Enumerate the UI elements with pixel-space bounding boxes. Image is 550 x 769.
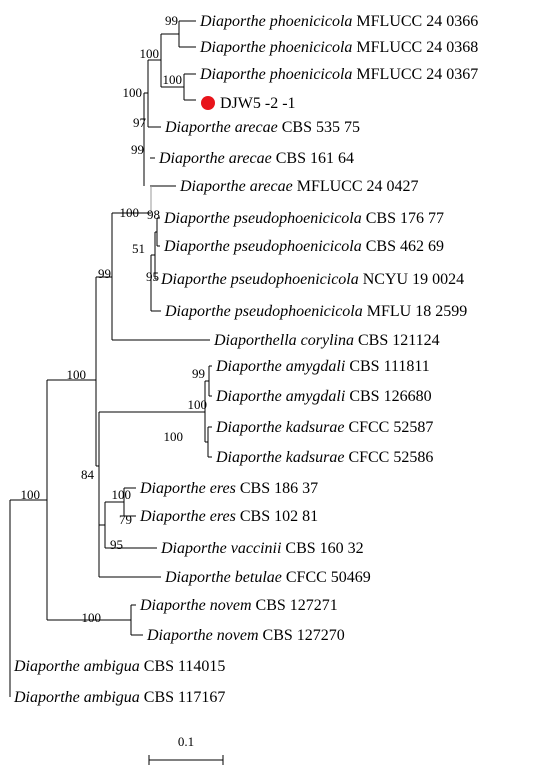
taxon-label: Diaporthe amygdali CBS 111811 (215, 358, 430, 375)
branch (150, 254, 161, 312)
bootstrap-value: 100 (163, 72, 183, 87)
taxon-label: Diaporthe amygdali CBS 126680 (215, 388, 432, 405)
bootstrap-value: 100 (67, 367, 87, 382)
taxon-labels: Diaporthe phoenicicola MFLUCC 24 0366 Di… (13, 13, 478, 706)
taxon-label: Diaporthe vaccinii CBS 160 32 (160, 540, 364, 557)
taxon-label: Diaporthe ambigua CBS 117167 (13, 689, 225, 706)
taxon-label: Diaporthe arecae MFLUCC 24 0427 (179, 178, 419, 195)
branch (98, 411, 205, 525)
taxon-label: Diaporthe arecae CBS 161 64 (158, 150, 354, 167)
bootstrap-value: 100 (140, 46, 160, 61)
taxon-label: Diaporthe betulae CFCC 50469 (164, 569, 371, 586)
taxon-label: Diaporthella corylina CBS 121124 (213, 332, 440, 349)
taxon-label: Diaporthe pseudophoenicicola CBS 462 69 (163, 238, 444, 255)
branch (9, 499, 47, 697)
bootstrap-value: 97 (133, 115, 147, 130)
branch (156, 217, 160, 247)
branch (207, 426, 212, 458)
bootstrap-value: 99 (98, 266, 111, 281)
bootstrap-value: 95 (110, 537, 123, 552)
bootstrap-value: 99 (131, 142, 144, 157)
scale-bar-label: 0.1 (178, 734, 194, 749)
bootstrap-value: 100 (188, 397, 208, 412)
taxon-label: Diaporthe arecae CBS 535 75 (164, 119, 360, 136)
bootstrap-value: 99 (192, 366, 205, 381)
bootstrap-value: 98 (147, 207, 160, 222)
branch (178, 20, 196, 48)
branch (147, 59, 161, 128)
taxon-label: Diaporthe pseudophoenicicola MFLU 18 259… (164, 303, 467, 320)
bootstrap-value: 95 (146, 269, 159, 284)
branch (143, 92, 148, 186)
tree-branches (9, 20, 212, 697)
bootstrap-value: 100 (82, 610, 102, 625)
branch (183, 73, 196, 101)
taxon-label: Diaporthe phoenicicola MFLUCC 24 0366 (199, 13, 478, 30)
taxon-label-highlighted: DJW5 -2 -1 (220, 95, 296, 112)
bootstrap-value: 100 (21, 487, 41, 502)
scale-bar-line (148, 755, 224, 765)
branch (95, 276, 112, 467)
highlight-dot-icon (201, 96, 215, 110)
taxon-label: Diaporthe phoenicicola MFLUCC 24 0368 (199, 39, 478, 56)
bootstrap-value: 84 (81, 467, 95, 482)
bootstrap-value: 51 (132, 241, 145, 256)
bootstrap-value: 100 (112, 487, 132, 502)
taxon-label: Diaporthe novem CBS 127270 (146, 627, 345, 644)
taxon-label: Diaporthe kadsurae CFCC 52586 (215, 449, 433, 466)
bootstrap-value: 79 (119, 512, 132, 527)
bootstrap-value: 99 (165, 13, 178, 28)
taxon-label: Diaporthe pseudophoenicicola NCYU 19 002… (160, 271, 464, 288)
bootstrap-value: 100 (164, 429, 184, 444)
bootstrap-value: 100 (123, 85, 143, 100)
scale-bar: 0.1 (148, 734, 224, 765)
taxon-label: Diaporthe kadsurae CFCC 52587 (215, 419, 433, 436)
branch (98, 524, 161, 578)
taxon-label: Diaporthe pseudophoenicicola CBS 176 77 (163, 210, 444, 227)
taxon-label: Diaporthe novem CBS 127271 (139, 597, 338, 614)
bootstrap-values: 99 100 100 100 97 99 100 98 51 95 99 100… (21, 13, 208, 625)
taxon-label: Diaporthe eres CBS 102 81 (139, 508, 318, 525)
branch (208, 365, 212, 397)
taxon-label: Diaporthe ambigua CBS 114015 (13, 658, 225, 675)
bootstrap-value: 100 (120, 205, 140, 220)
taxon-label: Diaporthe phoenicicola MFLUCC 24 0367 (199, 66, 478, 83)
taxon-label: Diaporthe eres CBS 186 37 (139, 480, 318, 497)
